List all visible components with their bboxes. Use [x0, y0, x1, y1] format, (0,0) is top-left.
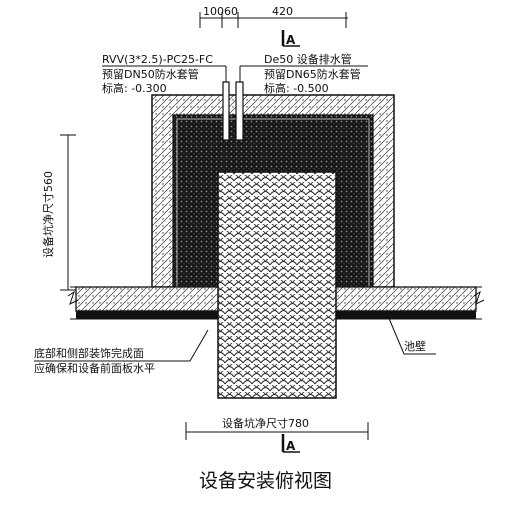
- section-mark-bottom-letter: A: [286, 439, 296, 453]
- bottom-dimension: 设备坑净尺寸780: [185, 416, 369, 440]
- finish-line-2: 应确保和设备前面板水平: [34, 361, 155, 375]
- finish-note: 底部和侧部装饰完成面 应确保和设备前面板水平: [34, 329, 209, 375]
- cable-conduit: [222, 81, 230, 141]
- cable-elevation: 标高: -0.300: [102, 81, 167, 95]
- drain-pipe: [235, 81, 244, 141]
- section-mark-top: A: [281, 30, 300, 47]
- break-mark-right: [473, 290, 485, 305]
- drain-elevation: 标高: -0.500: [264, 81, 329, 95]
- drain-note: De50 设备排水管 预留DN65防水套管 标高: -0.500: [239, 52, 368, 95]
- section-mark-bottom: A: [281, 434, 300, 453]
- cable-note: RVV(3*2.5)-PC25-FC 预留DN50防水套管 标高: -0.300: [102, 53, 227, 95]
- drain-sleeve: 预留DN65防水套管: [264, 67, 361, 81]
- cable-sleeve: 预留DN50防水套管: [102, 67, 199, 81]
- pool-wall-label: 池壁: [404, 339, 426, 353]
- top-dimension: 100 60 420: [199, 5, 348, 28]
- section-mark-top-letter: A: [286, 33, 296, 47]
- drain-spec: De50 设备排水管: [264, 52, 352, 66]
- left-dimension: 设备坑净尺寸560: [41, 134, 76, 291]
- break-mark-left: [67, 290, 79, 305]
- drawing-title: 设备安装俯视图: [199, 470, 332, 492]
- pool-wall-note: 池壁: [387, 315, 436, 355]
- dim-top-a: 100: [203, 5, 224, 18]
- cable-spec: RVV(3*2.5)-PC25-FC: [102, 53, 213, 66]
- dim-top-b: 60: [224, 5, 238, 18]
- finish-line-1: 底部和侧部装饰完成面: [34, 346, 144, 360]
- dim-top-c: 420: [272, 5, 293, 18]
- dim-left: 设备坑净尺寸560: [41, 171, 55, 258]
- equipment-body: [217, 171, 337, 399]
- dim-bottom: 设备坑净尺寸780: [222, 416, 309, 430]
